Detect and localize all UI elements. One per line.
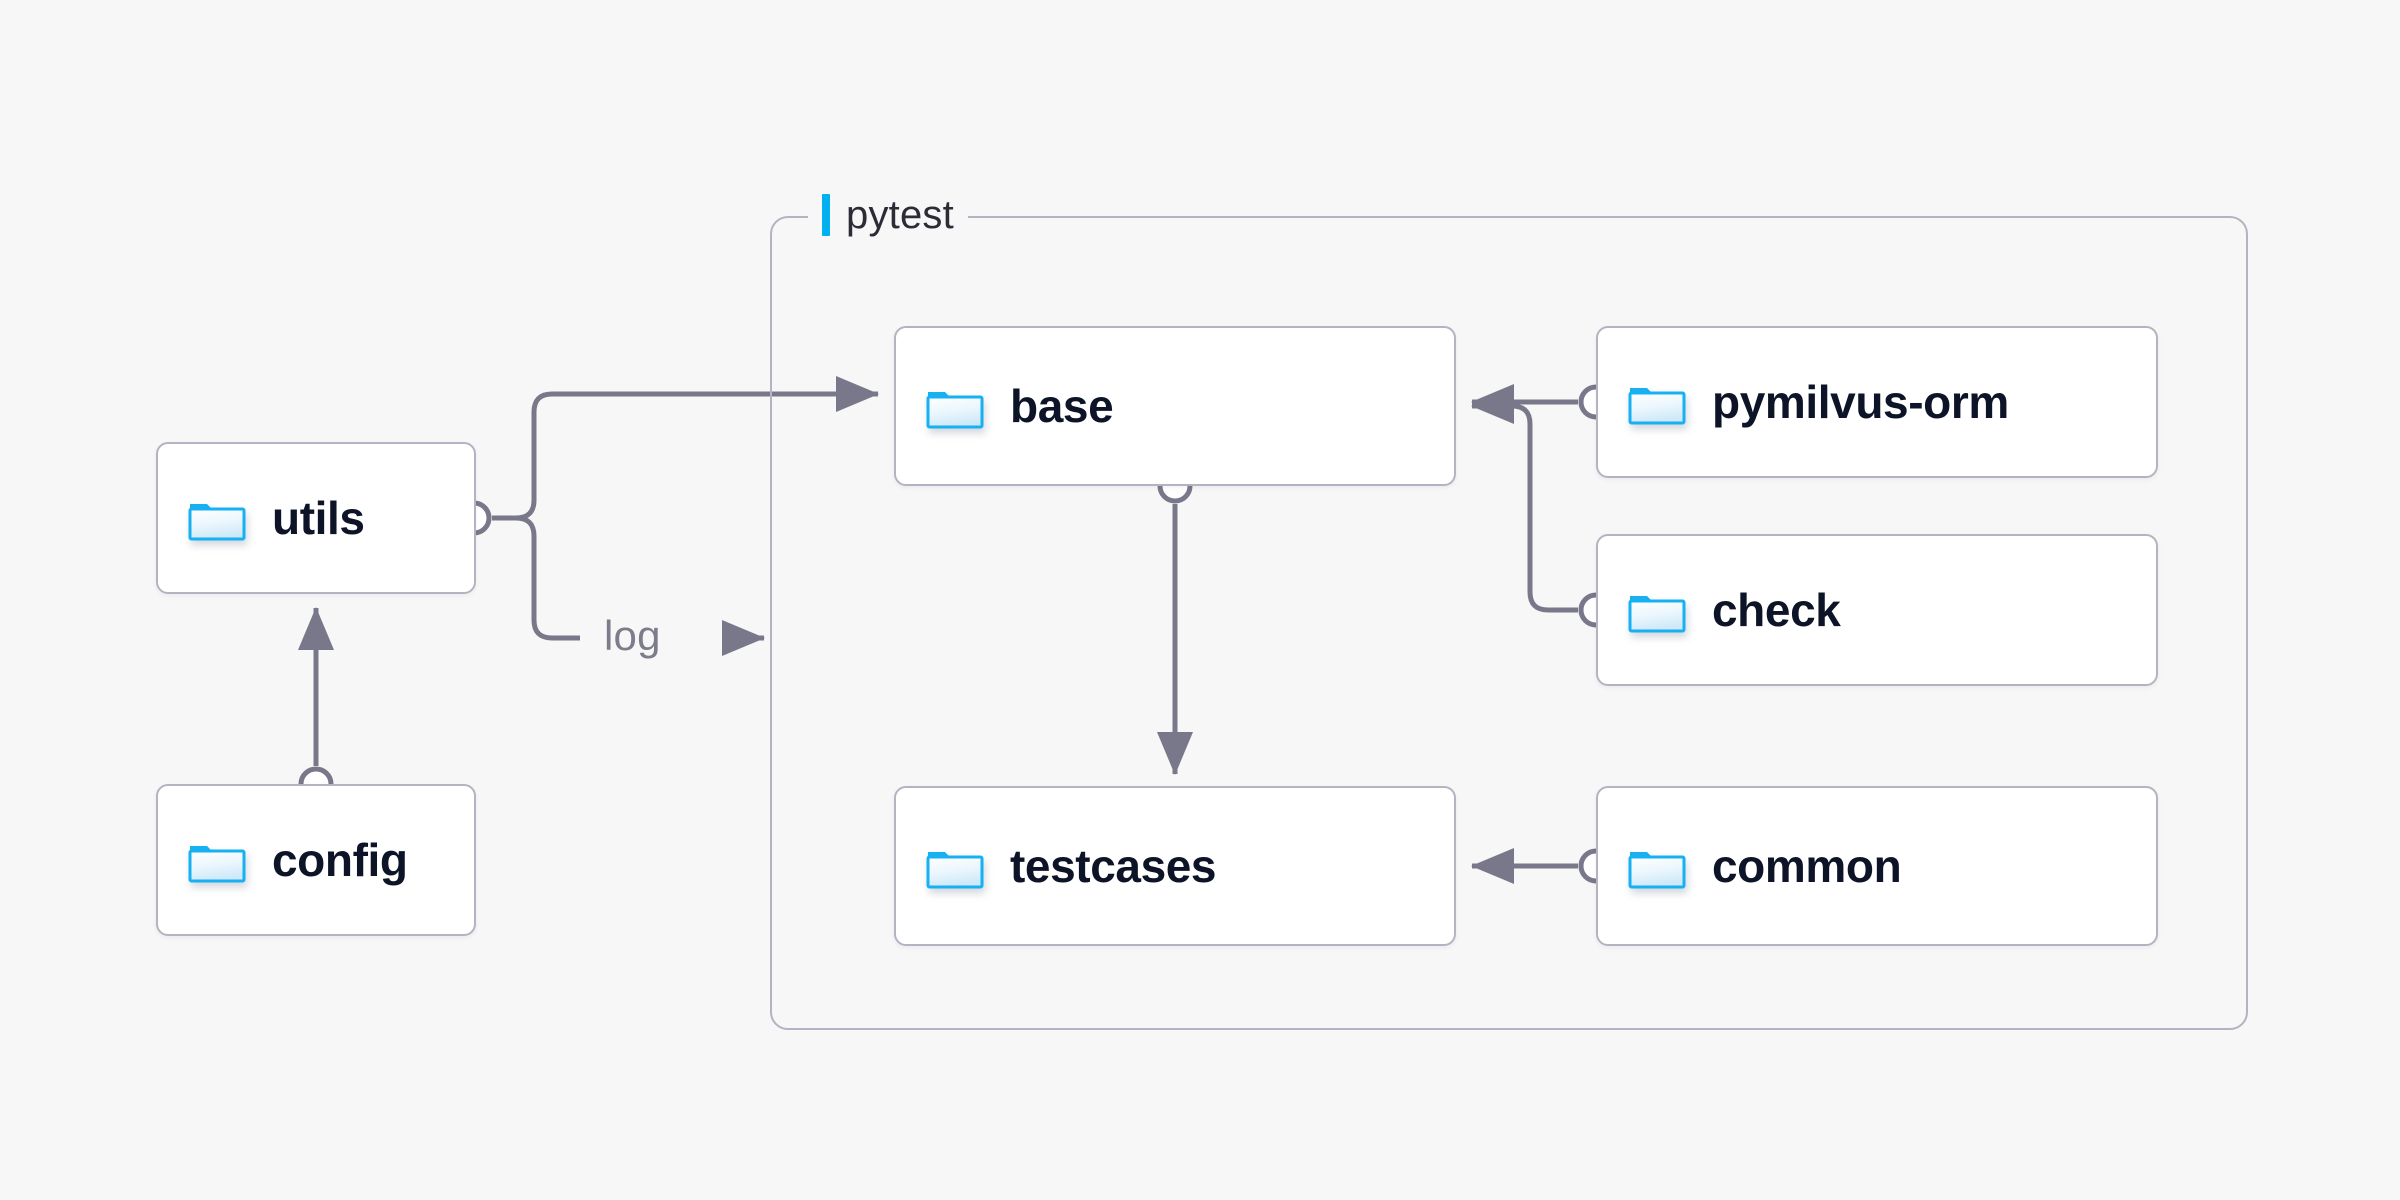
folder-icon bbox=[926, 852, 984, 889]
edge-label-log: log bbox=[604, 612, 661, 659]
folder-icon bbox=[1628, 596, 1686, 633]
folder-icon bbox=[188, 846, 246, 883]
node-config[interactable]: config bbox=[156, 784, 476, 936]
group-title-text: pytest bbox=[846, 192, 954, 237]
node-base[interactable]: base bbox=[894, 326, 1456, 486]
node-common-label: common bbox=[1712, 840, 1902, 892]
node-utils[interactable]: utils bbox=[156, 442, 476, 594]
edge-utils-to-log bbox=[492, 515, 580, 641]
node-base-label: base bbox=[1010, 380, 1114, 432]
group-pytest[interactable] bbox=[770, 216, 2248, 1030]
node-check[interactable]: check bbox=[1596, 534, 2158, 686]
node-testcases[interactable]: testcases bbox=[894, 786, 1456, 946]
node-utils-label: utils bbox=[272, 492, 365, 544]
folder-icon bbox=[188, 504, 246, 541]
folder-icon bbox=[1628, 852, 1686, 889]
node-pymilvus-orm-label: pymilvus-orm bbox=[1712, 376, 2009, 428]
node-testcases-label: testcases bbox=[1010, 840, 1217, 892]
group-pytest-label: pytest bbox=[808, 188, 968, 242]
folder-icon bbox=[1628, 388, 1686, 425]
group-accent-bar bbox=[822, 194, 830, 236]
folder-icon bbox=[926, 392, 984, 429]
node-common[interactable]: common bbox=[1596, 786, 2158, 946]
node-config-label: config bbox=[272, 834, 408, 886]
node-pymilvus-orm[interactable]: pymilvus-orm bbox=[1596, 326, 2158, 478]
edge-check-to-base bbox=[1470, 388, 1578, 613]
node-check-label: check bbox=[1712, 584, 1841, 636]
